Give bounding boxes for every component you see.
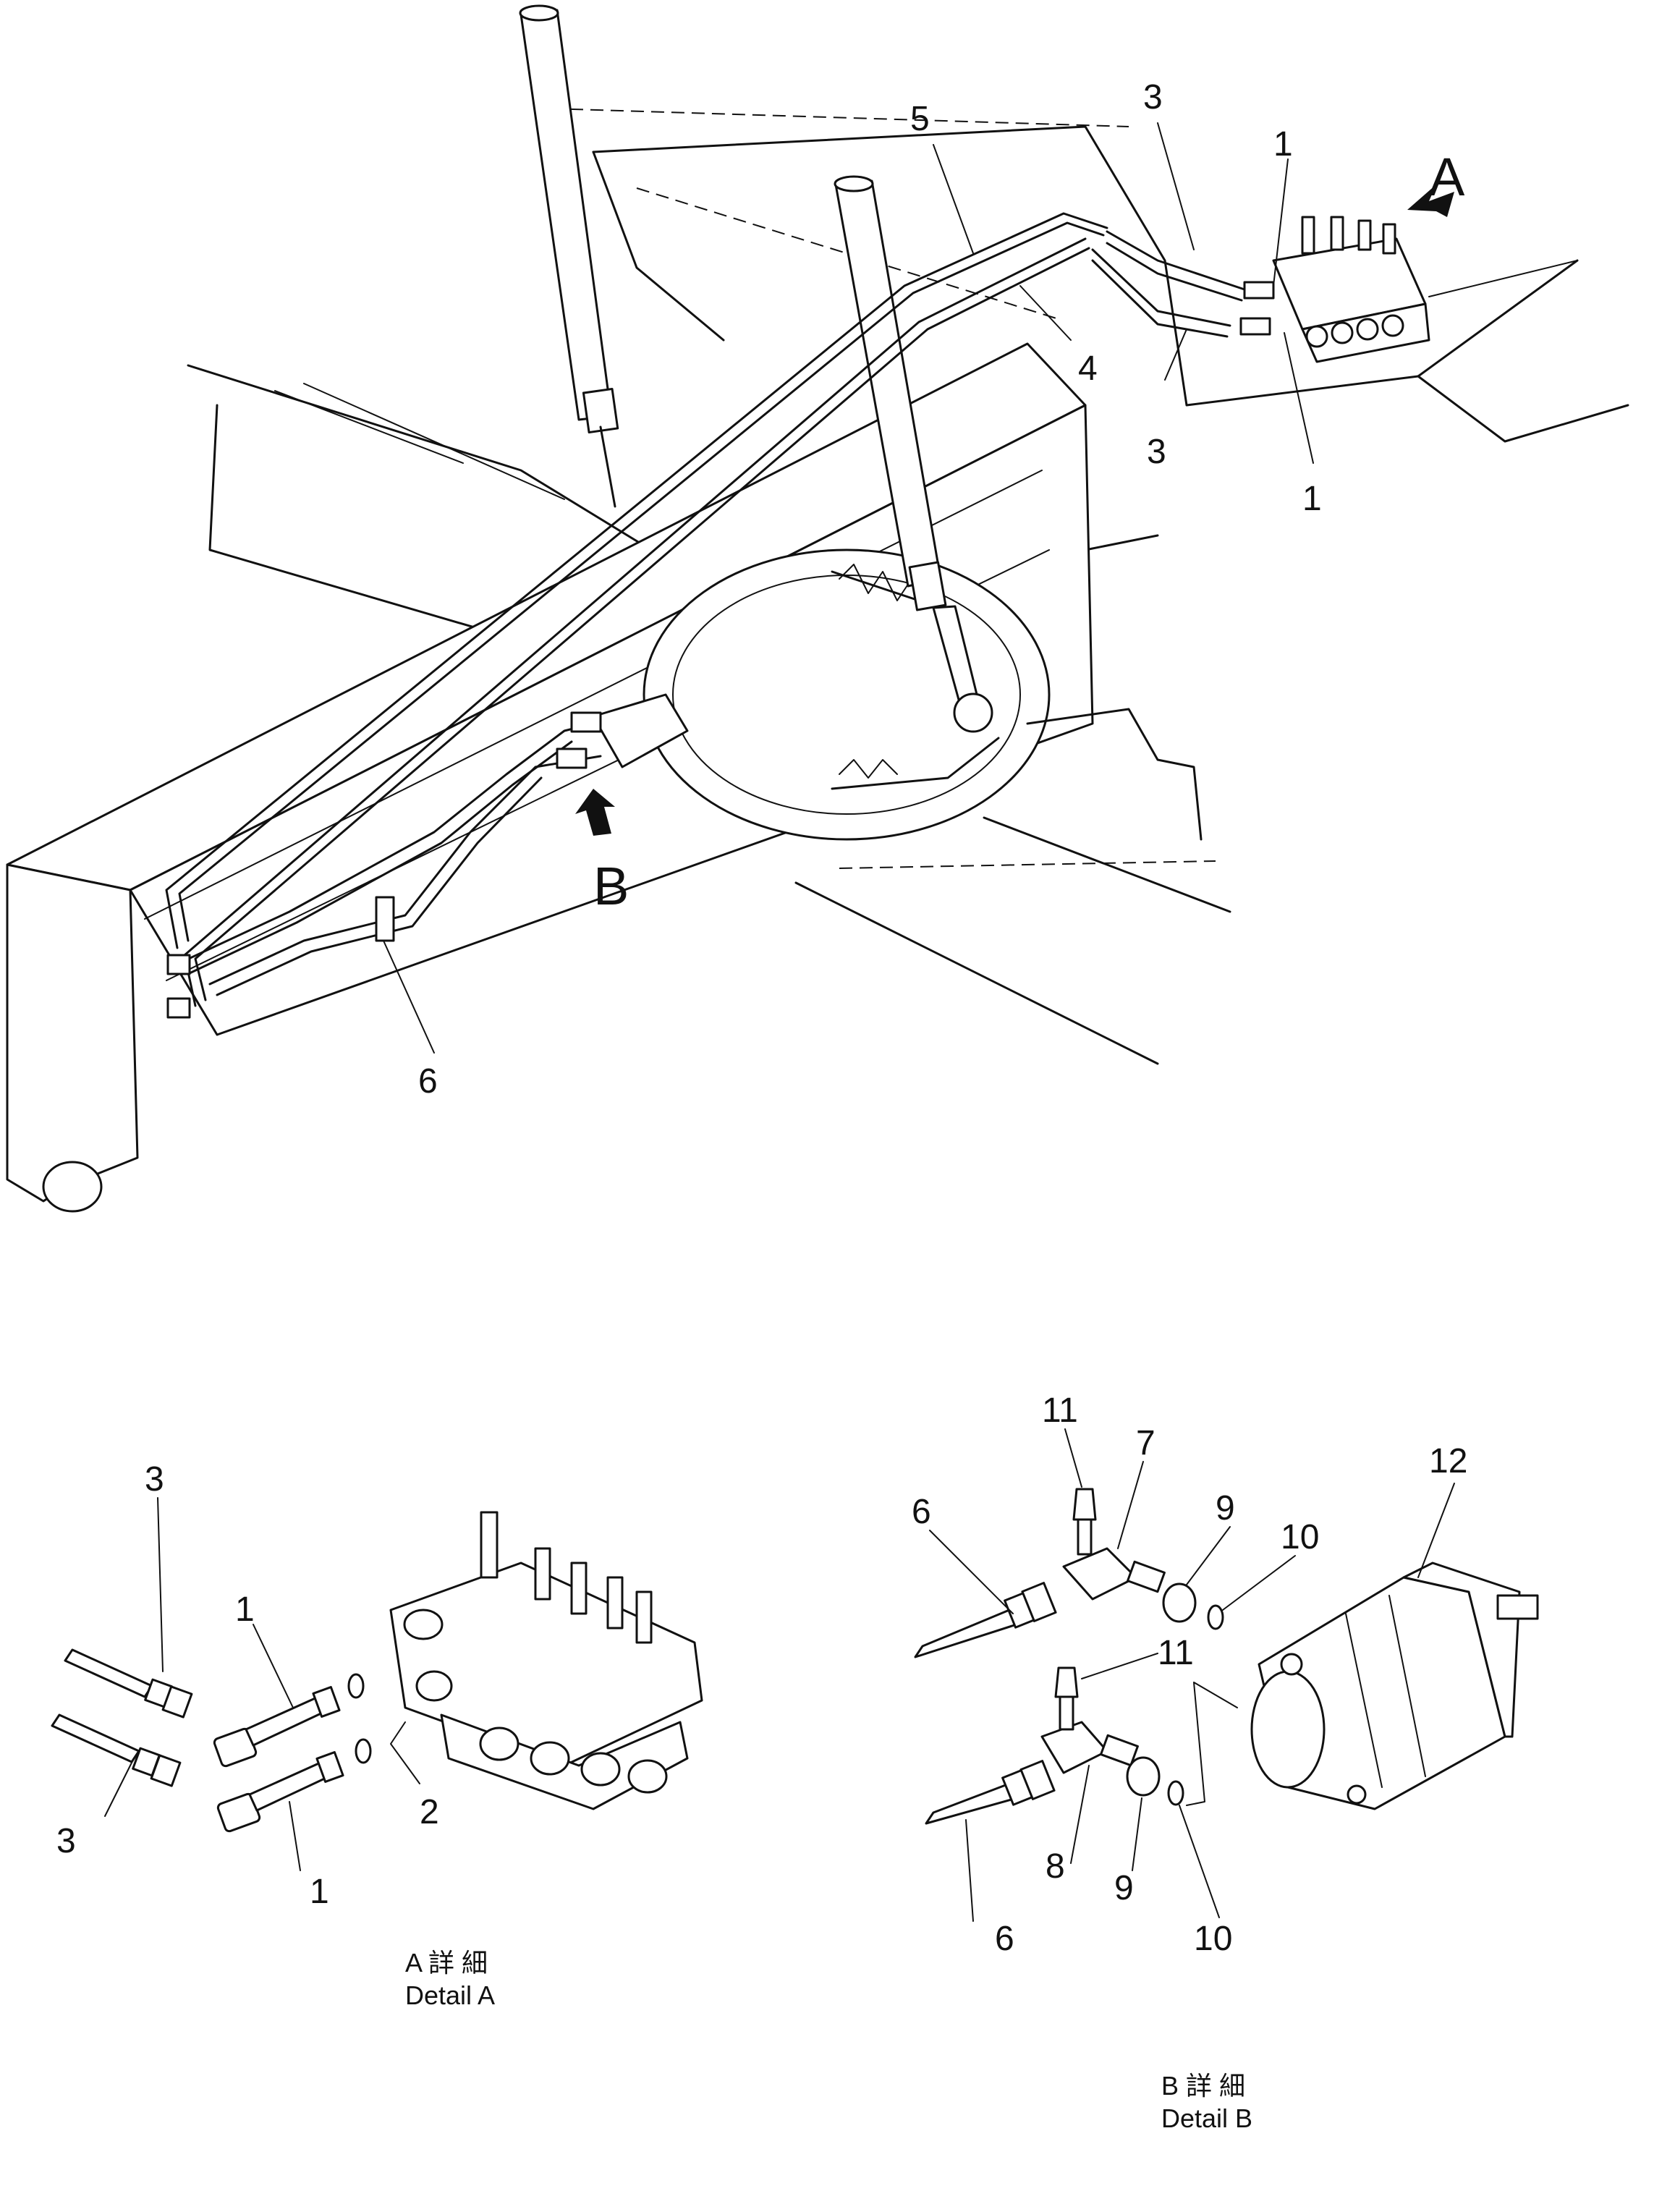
detail-b-callout-6-lower: 6: [995, 1920, 1014, 1958]
detail-a-hose-3-lower: [51, 1713, 182, 1787]
view-arrow-a: [1407, 185, 1454, 217]
hydraulic-tubes: [165, 212, 1108, 1007]
detail-a-hose-3-upper: [64, 1648, 193, 1719]
detail-a-o-ring-lower: [355, 1738, 372, 1764]
lift-cylinder-left: [519, 4, 619, 508]
detail-b-hose-6-upper: [914, 1582, 1057, 1658]
detail-a-elbow-1-lower: [216, 1751, 344, 1833]
hoses-6: [166, 722, 602, 1019]
detail-b-tee-8: [1040, 1666, 1139, 1774]
detail-b-callout-11-upper: 11: [1042, 1391, 1078, 1430]
detail-b-callout-9-lower: 9: [1114, 1869, 1134, 1907]
hoses-3: [1091, 230, 1246, 338]
detail-a-o-ring-upper: [347, 1673, 365, 1699]
detail-a-view: 3 1 3 2 1 A 詳 細 Detail A: [51, 1460, 703, 2010]
detail-a-elbow-1-upper: [213, 1686, 341, 1768]
detail-b-callout-8: 8: [1046, 1847, 1065, 1886]
callout-3-upper: 3: [1143, 78, 1163, 116]
lift-cylinder-right: [834, 175, 993, 733]
detail-b-seal-9-upper: [1162, 1582, 1197, 1623]
detail-b-hose-6-lower: [925, 1760, 1056, 1825]
detail-b-callout-12: 12: [1429, 1442, 1467, 1480]
detail-b-callout-7: 7: [1136, 1424, 1155, 1462]
detail-b-o-ring-10-lower: [1167, 1780, 1184, 1806]
detail-a-callout-1-upper: 1: [235, 1590, 255, 1629]
view-arrow-b: [575, 789, 615, 836]
detail-a-leaders: [157, 1497, 164, 1672]
detail-b-o-ring-10-upper: [1207, 1604, 1224, 1630]
detail-b-tee-7: [1062, 1488, 1166, 1601]
detail-b-hydraulic-motor-12: [1250, 1561, 1539, 1810]
callout-6: 6: [418, 1062, 438, 1101]
detail-b-callout-10-lower: 10: [1194, 1920, 1232, 1958]
hydraulic-motor-b: [556, 693, 689, 769]
detail-b-caption-jp: B 詳 細: [1161, 2071, 1245, 2101]
main-leader-lines: [383, 122, 1314, 1054]
detail-b-callout-10-upper: 10: [1281, 1518, 1319, 1556]
detail-b-callout-6-upper: 6: [912, 1493, 931, 1531]
detail-a-control-valve: [389, 1511, 703, 1810]
detail-b-leaders: [1064, 1428, 1082, 1488]
callout-4: 4: [1078, 349, 1098, 388]
rear-frame: [794, 708, 1231, 1065]
callout-1-upper: 1: [1273, 125, 1293, 164]
callout-1-lower: 1: [1302, 480, 1322, 518]
circle-turntable: [643, 548, 1051, 841]
detail-a-callout-1-lower: 1: [310, 1873, 329, 1911]
moldboard-blade: [187, 364, 653, 638]
detail-b-callout-11-lower: 11: [1158, 1634, 1194, 1672]
control-valve-a: [1239, 216, 1578, 363]
detail-a-caption-en: Detail A: [405, 1980, 495, 2010]
detail-a-callout-3-lower: 3: [56, 1822, 76, 1860]
detail-a-caption-jp: A 詳 細: [405, 1948, 488, 1978]
callout-3-lower: 3: [1147, 433, 1166, 471]
view-letter-b: B: [593, 856, 629, 916]
detail-a-callout-2: 2: [420, 1793, 439, 1831]
frame-outline: [549, 108, 1629, 551]
detail-b-view: 11 7 12 6 9 10 11 8 9 6 10 B 詳 細 Detail …: [912, 1391, 1539, 2133]
main-assembly-view: 5 3 1 A 4 3 1 B 6: [6, 4, 1629, 1213]
detail-b-caption-en: Detail B: [1161, 2103, 1252, 2133]
detail-b-callout-9-upper: 9: [1216, 1489, 1235, 1527]
callout-5: 5: [910, 100, 930, 138]
detail-b-seal-9-lower: [1126, 1756, 1161, 1797]
view-letter-a: A: [1429, 147, 1465, 207]
detail-a-callout-3-upper: 3: [145, 1460, 164, 1499]
